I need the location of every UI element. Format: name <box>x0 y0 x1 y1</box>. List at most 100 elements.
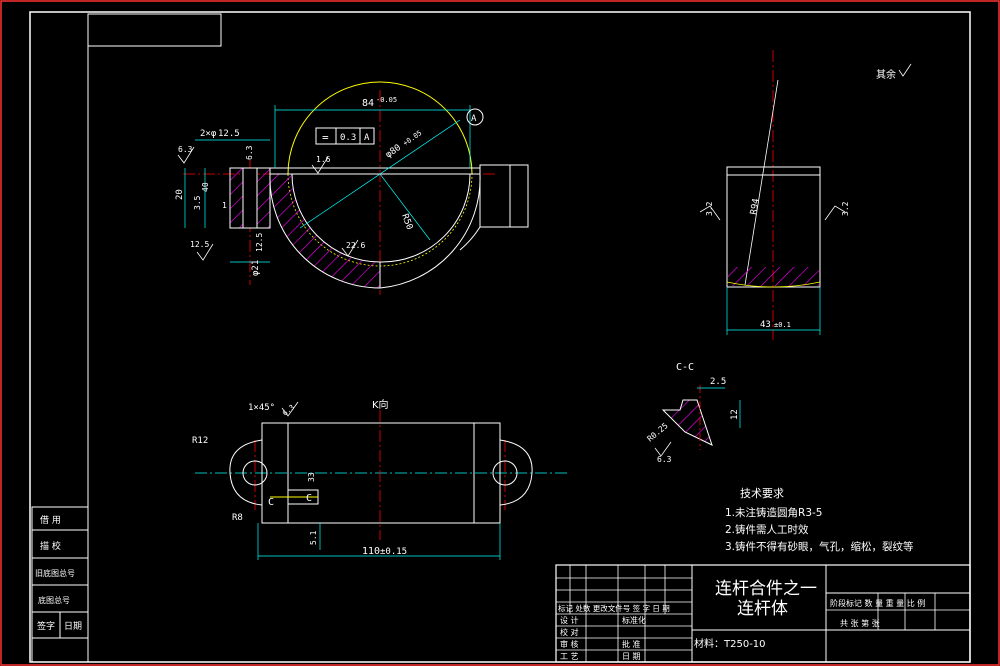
tb-row-process: 工 艺 <box>560 652 579 661</box>
dim-3-5: 3.5 <box>193 195 202 210</box>
dim-phi21: φ21 <box>251 260 261 276</box>
side-dim-43-tol: ±0.1 <box>774 321 791 329</box>
roughness-symbol-4 <box>341 239 359 257</box>
dim-left-top: 2×φ <box>200 129 217 139</box>
lt-cell-4: 底图总号 <box>38 595 70 605</box>
section-cc: C-C 2.5 12 R0.25 6.3 <box>646 362 741 464</box>
dim-r8: R8 <box>232 513 243 523</box>
title-block: 连杆合件之一 连杆体 材料：T250-10 标记 处数 更改文件号 签 字 日 … <box>555 564 971 663</box>
tb-row-std: 标准化 <box>622 615 646 625</box>
dim-110-tol: ±0.15 <box>380 547 407 557</box>
tb-row-designer: 设 计 <box>560 615 579 625</box>
remaining-mark-symbol <box>898 63 912 77</box>
tech-title: 技术要求 <box>740 487 784 500</box>
dim-33: 33 <box>307 472 316 482</box>
dim-left-val: 12.5 <box>218 129 240 139</box>
view-label-k: K向 <box>372 398 389 411</box>
cc-dim-side-val: 12 <box>730 409 740 420</box>
tolerance-datum: A <box>364 133 370 143</box>
side-dim-43: 43 <box>760 320 771 330</box>
lt-cell-2: 描 校 <box>40 540 61 552</box>
section-c1: C <box>268 497 274 508</box>
side-rough-l <box>699 205 721 221</box>
left-side-table: 借 用 描 校 旧底图总号 底图总号 签字 日期 <box>31 506 89 663</box>
rough-1-6: 1.6 <box>316 155 331 164</box>
bottom-view: K向 1×45° 6.3 R12 R8 C C 110 ±0.15 5.1 33 <box>192 398 570 560</box>
rough-12-5-a: 12.5 <box>190 240 209 249</box>
tb-title-1: 连杆合件之一 <box>715 579 817 599</box>
tech-requirements: 技术要求 1.未注铸造圆角R3-5 2.铸件需人工时效 3.铸件不得有砂眼，气孔… <box>725 487 914 553</box>
tb-row-date: 日 期 <box>622 652 641 661</box>
remaining-mark: 其余 <box>876 68 896 81</box>
dim-40: 40 <box>201 182 210 192</box>
tolerance-frame <box>315 127 375 145</box>
dim-5-1: 5.1 <box>309 530 318 545</box>
chamfer-rough <box>281 401 299 417</box>
right-ear <box>499 439 533 506</box>
lt-cell-1: 借 用 <box>40 514 61 526</box>
body-inner-arc <box>379 173 471 263</box>
tb-material: 材料：T250-10 <box>694 637 766 650</box>
bottom-body-inner <box>287 422 475 524</box>
tb-title-2: 连杆体 <box>737 599 788 619</box>
drawing-frame <box>29 11 971 663</box>
rough-1: 1 <box>222 201 227 210</box>
right-lug <box>479 164 529 228</box>
datum-circle <box>466 108 484 126</box>
tolerance-value: 0.3 <box>340 133 356 143</box>
bore-arc <box>287 81 473 175</box>
tb-row-header: 标记 处数 更改文件号 签 字 日 期 <box>558 603 670 613</box>
cc-dim-r: R0.25 <box>646 421 670 443</box>
side-view: R94 3.2 3.2 43 ±0.1 <box>699 50 850 340</box>
cc-label: C-C <box>676 362 694 373</box>
dim-phi80-tol: +0.05 <box>402 129 424 148</box>
cc-profile <box>661 399 713 446</box>
datum-label: A <box>471 114 477 124</box>
roughness-symbol-3 <box>196 243 214 261</box>
chamfer-label: 1×45° <box>248 403 275 413</box>
rough-6-3-top: 6.3 <box>178 145 193 154</box>
dim-r50: R50 <box>399 213 414 232</box>
tb-right-sheets: 共 张 第 张 <box>840 618 880 628</box>
lt-cell-3: 旧底图总号 <box>35 568 75 578</box>
cc-dim-top-val: 2.5 <box>710 377 726 387</box>
right-lug-arc <box>459 226 481 251</box>
cc-rough <box>654 441 672 457</box>
section-c2: C <box>306 493 312 504</box>
side-r94: R94 <box>749 198 762 216</box>
tb-row-review: 审 核 <box>560 639 579 649</box>
left-boss-gap <box>243 168 257 228</box>
side-rough-right: 3.2 <box>841 201 850 216</box>
roughness-symbol-2 <box>311 156 329 174</box>
side-r94-line <box>744 79 779 286</box>
rough-6-3-left: 6.3 <box>245 145 254 160</box>
tb-row-approve: 批 准 <box>622 639 641 649</box>
lt-cell-6: 日期 <box>64 621 82 632</box>
top-view: 84 -0.05 φ80 +0.05 R50 2×φ 12.5 6.3 6.3 … <box>175 81 529 295</box>
roughness-symbol-1 <box>177 146 195 164</box>
corner-box <box>87 13 222 47</box>
chamfer-rough-val: 6.3 <box>281 403 296 417</box>
body-outer-arc <box>379 173 481 289</box>
dim-20: 20 <box>175 189 185 200</box>
tb-row-check: 校 对 <box>560 627 579 637</box>
side-rough-left: 3.2 <box>705 201 714 216</box>
tb-right-header: 阶段标记 数 量 重 量 比 例 <box>830 598 925 608</box>
lt-cell-5: 签字 <box>37 620 55 632</box>
tech-item-3: 3.铸件不得有砂眼，气孔，缩松，裂纹等 <box>725 540 914 553</box>
dim-84-tol: -0.05 <box>376 96 397 104</box>
left-hole <box>242 460 268 486</box>
tolerance-symbol: = <box>322 131 329 144</box>
left-ear <box>229 439 263 506</box>
dim-r12: R12 <box>192 436 208 446</box>
tb-frame <box>555 564 971 663</box>
tech-item-1: 1.未注铸造圆角R3-5 <box>725 506 822 519</box>
dim-r50-line <box>379 173 431 241</box>
side-rough-r <box>824 205 846 221</box>
right-hole <box>492 460 518 486</box>
rough-12-5-b: 12.5 <box>255 233 264 252</box>
cc-rough-val: 6.3 <box>657 455 672 464</box>
hatch-body <box>269 173 381 289</box>
